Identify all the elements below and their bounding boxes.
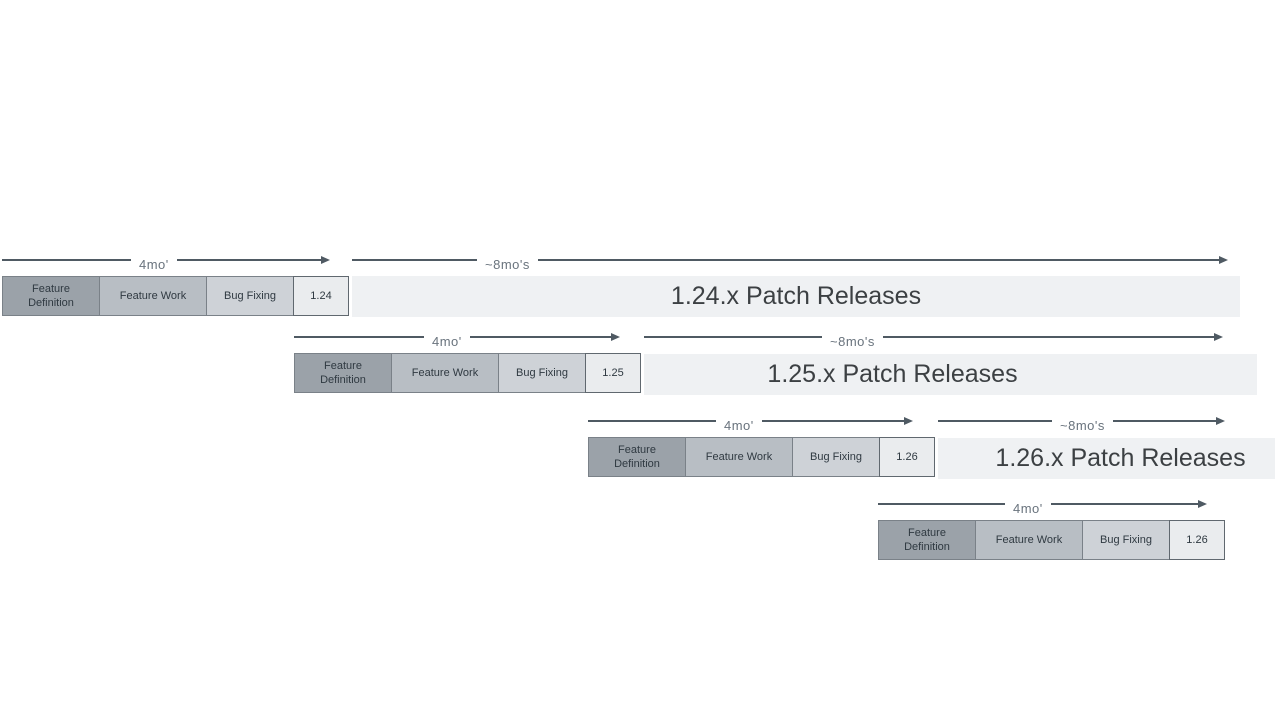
bug-fixing-label: Bug Fixing [1100,533,1152,546]
patch-releases-label: 1.26.x Patch Releases [995,444,1246,472]
arrowhead-icon [1214,333,1223,341]
arrow-line [878,503,1005,505]
feature-work-label: Feature Work [705,450,773,463]
patch-releases-label: 1.24.x Patch Releases [670,282,922,310]
arrow-line [1050,503,1199,505]
arrow-line [1112,420,1217,422]
patch-releases-bar: 1.25.x Patch Releases [644,354,1257,395]
dev-cycle-arrow: 4mo' [878,496,1207,516]
feature-definition-box: Feature Definition [588,437,686,477]
feature-work-label: Feature Work [995,533,1063,546]
bug-fixing-box: Bug Fixing [206,276,294,316]
phase-boxes: Feature Definition Feature Work Bug Fixi… [294,353,641,393]
arrowhead-icon [1216,417,1225,425]
bug-fixing-label: Bug Fixing [224,289,276,302]
bug-fixing-box: Bug Fixing [1082,520,1170,560]
patch-duration-label: ~8mo's [485,256,530,272]
feature-definition-box: Feature Definition [2,276,100,316]
arrow-line [469,336,612,338]
feature-definition-label: Feature Definition [320,359,366,386]
bug-fixing-box: Bug Fixing [792,437,880,477]
dev-cycle-arrow: 4mo' [294,329,620,349]
phase-boxes: Feature Definition Feature Work Bug Fixi… [2,276,349,316]
dev-duration-label: 4mo' [1013,500,1043,516]
bug-fixing-label: Bug Fixing [516,366,568,379]
feature-work-box: Feature Work [685,437,793,477]
version-label: 1.26 [1186,533,1208,546]
dev-duration-label: 4mo' [139,256,169,272]
arrow-line [644,336,822,338]
arrow-line [176,259,322,261]
dev-duration-label: 4mo' [724,417,754,433]
patch-releases-bar: 1.24.x Patch Releases [352,276,1240,317]
feature-definition-box: Feature Definition [294,353,392,393]
phase-boxes: Feature Definition Feature Work Bug Fixi… [588,437,935,477]
version-label: 1.25 [602,366,624,379]
feature-definition-label: Feature Definition [28,282,74,309]
arrow-line [537,259,1220,261]
arrowhead-icon [1219,256,1228,264]
patch-cycle-arrow: ~8mo's [352,252,1228,272]
patch-releases-label: 1.25.x Patch Releases [767,360,1018,388]
feature-work-box: Feature Work [975,520,1083,560]
phase-boxes: Feature Definition Feature Work Bug Fixi… [878,520,1225,560]
patch-cycle-arrow: ~8mo's [938,413,1225,433]
arrowhead-icon [321,256,330,264]
arrow-line [352,259,477,261]
version-box: 1.25 [585,353,641,393]
dev-cycle-arrow: 4mo' [588,413,913,433]
arrow-line [882,336,1215,338]
arrow-line [588,420,716,422]
feature-definition-label: Feature Definition [614,443,660,470]
patch-releases-bar: 1.26.x Patch Releases [938,438,1275,479]
arrow-line [761,420,905,422]
patch-duration-label: ~8mo's [830,333,875,349]
bug-fixing-box: Bug Fixing [498,353,586,393]
version-box: 1.24 [293,276,349,316]
arrow-line [938,420,1052,422]
version-label: 1.26 [896,450,918,463]
feature-work-label: Feature Work [119,289,187,302]
arrowhead-icon [611,333,620,341]
arrowhead-icon [904,417,913,425]
feature-definition-label: Feature Definition [904,526,950,553]
arrowhead-icon [1198,500,1207,508]
version-box: 1.26 [879,437,935,477]
version-box: 1.26 [1169,520,1225,560]
version-label: 1.24 [310,289,332,302]
feature-work-box: Feature Work [391,353,499,393]
feature-work-label: Feature Work [411,366,479,379]
dev-cycle-arrow: 4mo' [2,252,330,272]
patch-cycle-arrow: ~8mo's [644,329,1223,349]
bug-fixing-label: Bug Fixing [810,450,862,463]
feature-definition-box: Feature Definition [878,520,976,560]
patch-duration-label: ~8mo's [1060,417,1105,433]
arrow-line [294,336,424,338]
arrow-line [2,259,131,261]
dev-duration-label: 4mo' [432,333,462,349]
feature-work-box: Feature Work [99,276,207,316]
